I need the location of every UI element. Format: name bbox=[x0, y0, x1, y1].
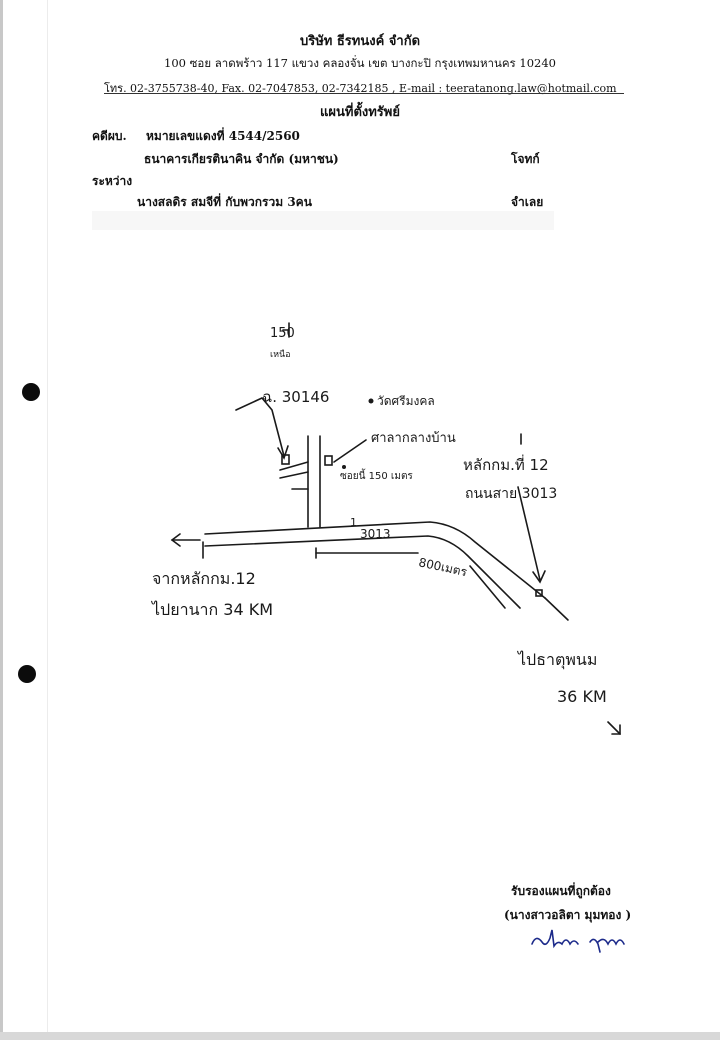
marker-one: 1 bbox=[350, 516, 357, 529]
north-value: 150 bbox=[270, 326, 295, 341]
between-label: ระหว่าง bbox=[92, 174, 133, 188]
temple-label: วัดศรีมงคล bbox=[377, 394, 435, 408]
company-name: บริษัท ธีรทนงค์ จำกัด bbox=[299, 34, 421, 49]
main-road-upper-extension bbox=[544, 597, 569, 621]
redaction-bar bbox=[92, 211, 554, 230]
km-marker-pointer-head bbox=[532, 570, 546, 584]
distance-800-label: 800เมตร bbox=[417, 555, 469, 579]
right-arrow-head bbox=[611, 724, 621, 735]
punch-hole-top bbox=[22, 383, 40, 401]
signature-stroke-2 bbox=[589, 938, 625, 953]
handwritten-signature bbox=[531, 929, 625, 953]
village-hall-box bbox=[324, 455, 333, 466]
km-marker-pointer bbox=[517, 486, 541, 581]
parcel-label: ฉ. 30146 bbox=[262, 388, 329, 406]
village-hall-label: ศาลากลางบ้าน bbox=[371, 431, 456, 446]
north-label: เหนือ bbox=[270, 349, 291, 360]
village-hall-pointer bbox=[333, 439, 367, 463]
defendant-role: จำเลย bbox=[511, 195, 544, 209]
branch-road-1 bbox=[279, 461, 309, 471]
contact-underline bbox=[104, 93, 624, 94]
to-right-distance: 36 KM bbox=[557, 687, 607, 706]
signature-stroke-1 bbox=[531, 929, 579, 949]
right-direction-arrow bbox=[607, 721, 621, 735]
temple-dot bbox=[368, 398, 374, 404]
road-name-label: ถนนสาย 3013 bbox=[465, 486, 557, 502]
km-marker-label: หลักกม.ที่ 12 bbox=[463, 454, 549, 474]
from-km-label: จากหลักกม.12 bbox=[152, 569, 256, 588]
certify-label: รับรองแผนที่ถูกต้อง bbox=[511, 884, 611, 898]
km-post-box bbox=[535, 589, 543, 597]
case-number: หมายเลขแดงที่ 4544/2560 bbox=[146, 129, 300, 143]
company-contact: โทร. 02-3755738-40, Fax. 02-7047853, 02-… bbox=[104, 82, 617, 95]
document-title: แผนที่ตั้งทรัพย์ bbox=[320, 105, 400, 120]
page-edge bbox=[0, 0, 3, 1040]
scan-bottom-edge bbox=[0, 1032, 720, 1040]
branch-road-2 bbox=[279, 471, 309, 479]
certifier-name: (นางสาวอลิตา มุมทอง ) bbox=[504, 908, 632, 922]
plaintiff-role: โจทก์ bbox=[511, 152, 540, 166]
defendant-name: นางสลดิร สมจีที่ กับพวกรวม 3คน bbox=[137, 195, 312, 209]
case-label: คดีผบ. bbox=[92, 129, 127, 143]
fold-line bbox=[47, 0, 48, 1040]
main-road-upper-edge bbox=[204, 521, 546, 599]
distance-road-label: ซอยนี้ 150 เมตร bbox=[340, 468, 413, 482]
plaintiff-name: ธนาคารเกียรตินาคิน จำกัด (มหาชน) bbox=[144, 152, 339, 166]
main-road-lower-edge bbox=[204, 535, 521, 609]
parcel-pointer bbox=[235, 397, 285, 457]
road-number-label: 3013 bbox=[360, 527, 391, 541]
distance-line-diagonal bbox=[469, 565, 506, 609]
parcel-pointer-head bbox=[277, 445, 289, 460]
punch-hole-bottom bbox=[18, 665, 36, 683]
left-arrow-head bbox=[170, 533, 181, 547]
to-left-destination: ไปยานาก 34 KM bbox=[150, 600, 273, 619]
to-right-destination: ไปธาตุพนม bbox=[516, 650, 597, 670]
company-address: 100 ซอย ลาดพร้าว 117 แขวง คลองจั่น เขต บ… bbox=[164, 56, 556, 70]
distance-dot bbox=[342, 465, 346, 469]
